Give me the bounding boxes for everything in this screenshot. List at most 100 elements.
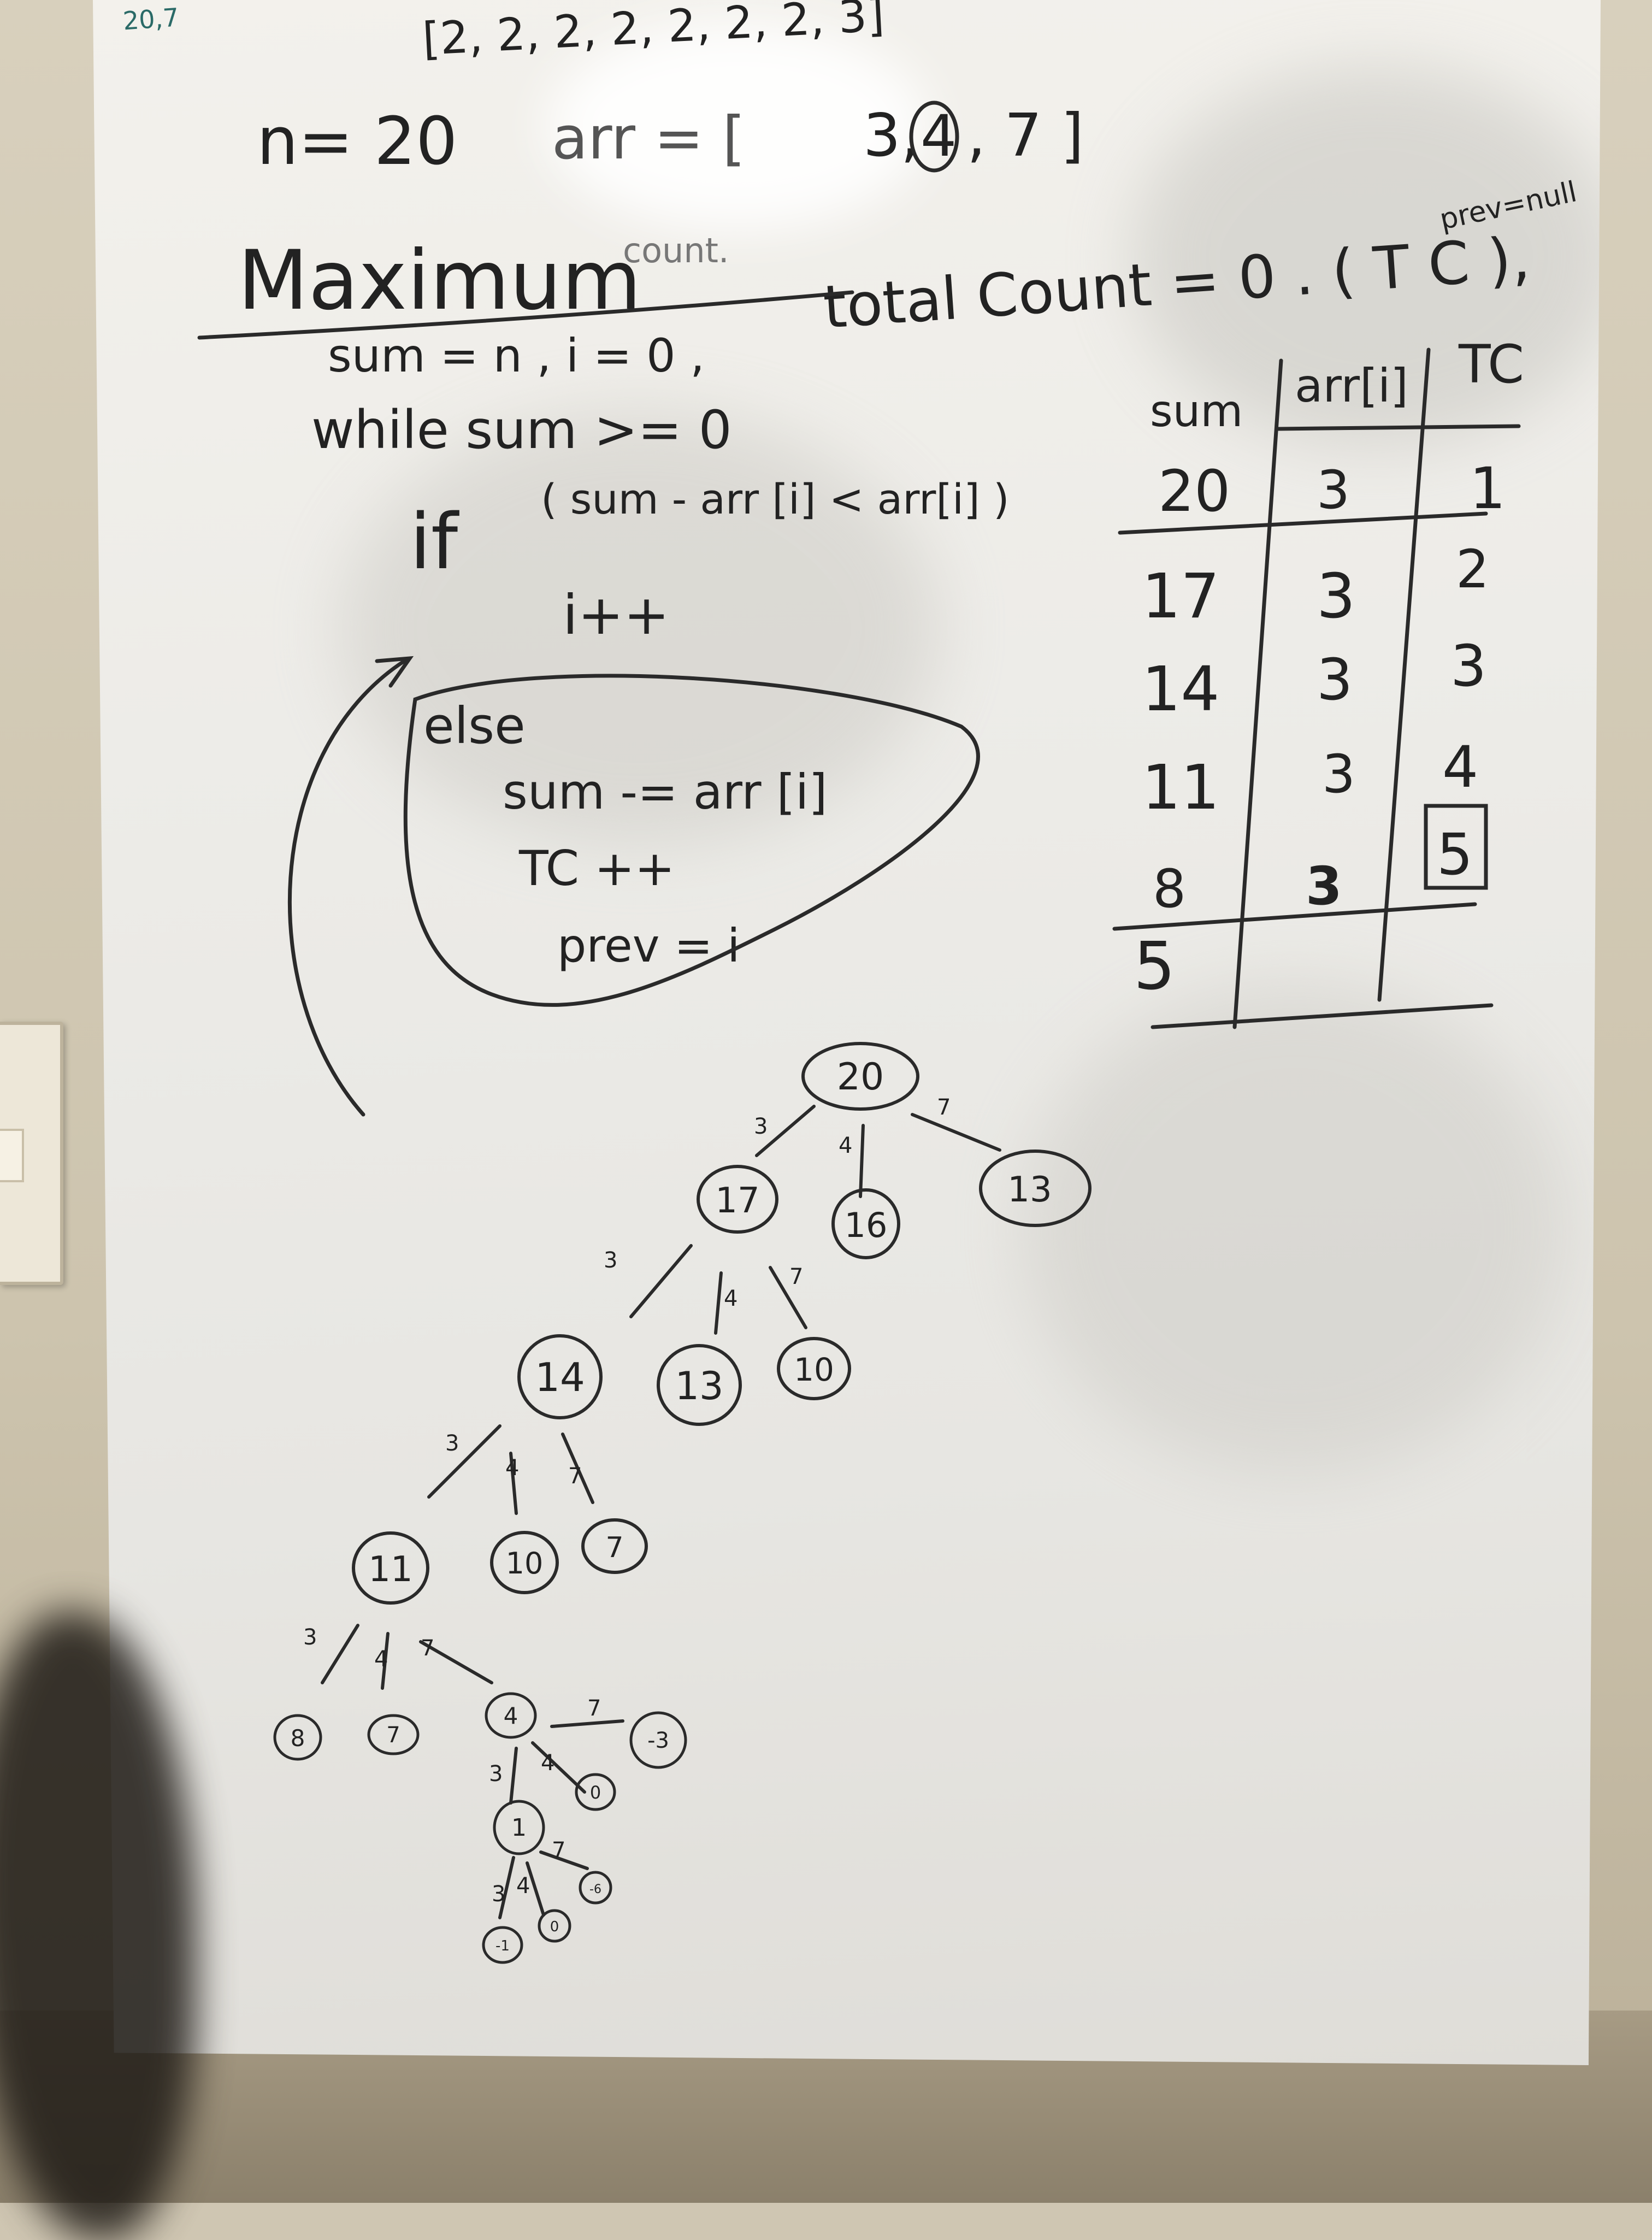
- table-cell: 5: [1437, 821, 1473, 888]
- heading-underline: [197, 290, 854, 340]
- tree-edge: [419, 1640, 493, 1684]
- node-label: 20: [837, 1056, 884, 1099]
- node-label: 17: [715, 1181, 759, 1221]
- light-switch-plate: [0, 1022, 63, 1285]
- tree-node: 0: [575, 1773, 616, 1811]
- switch-toggle: [0, 1129, 24, 1182]
- tree-edge: [531, 1741, 586, 1794]
- edge-label: 7: [421, 1636, 434, 1661]
- node-label: 0: [550, 1919, 559, 1935]
- edge-label: 3: [754, 1114, 768, 1139]
- tree-nodes: 20 17 16 13 14 13: [273, 1042, 1092, 1964]
- tree-edge: [381, 1632, 390, 1690]
- node-circle: [979, 1150, 1092, 1227]
- light-glare: [546, 22, 929, 229]
- tree-node: 13: [979, 1150, 1092, 1227]
- tc-increment: TC ++: [518, 840, 675, 897]
- if-condition: ( sum - arr [i] < arr[i] ): [541, 475, 1010, 523]
- init-line: sum = n , i = 0 ,: [328, 329, 705, 382]
- edge-label: 7: [789, 1264, 803, 1289]
- smudge: [339, 410, 940, 847]
- tree-edge-labels: 3 4 7 3 4 7 3 4 7 3 4 7 3 4 7 3 4 7: [303, 1095, 951, 1907]
- node-circle: [777, 1337, 851, 1400]
- tree-node: 14: [517, 1334, 603, 1419]
- smudge: [1022, 983, 1568, 1475]
- node-label: 10: [506, 1546, 544, 1581]
- node-label: -3: [647, 1728, 669, 1753]
- node-circle: [273, 1714, 322, 1761]
- node-label: 16: [845, 1205, 888, 1245]
- tree-edge: [550, 1719, 624, 1728]
- tree-node: -1: [482, 1926, 523, 1964]
- arr-label: arr = [: [552, 104, 745, 173]
- while-line: while sum >= 0: [311, 399, 732, 461]
- node-label: -1: [495, 1938, 510, 1954]
- hand-shadow: [0, 1612, 197, 2240]
- edge-label: 4: [505, 1455, 519, 1481]
- tree-edge: [427, 1424, 502, 1499]
- tree-edge: [509, 1747, 518, 1805]
- edge-label: 4: [541, 1750, 554, 1776]
- tree-edge: [755, 1105, 816, 1157]
- table-cell: 20: [1158, 458, 1230, 524]
- edge-label: 7: [552, 1838, 565, 1863]
- sum-subtract: sum -= arr [i]: [503, 764, 828, 820]
- table-header: sum: [1150, 386, 1243, 437]
- node-label: 10: [794, 1351, 834, 1388]
- node-label: 11: [368, 1549, 412, 1590]
- table-col-line: [1232, 358, 1283, 1029]
- tree-node: 0: [538, 1909, 571, 1943]
- edge-label: 7: [587, 1696, 601, 1721]
- node-label: 8: [291, 1725, 305, 1752]
- tree-node: 8: [273, 1714, 322, 1761]
- prev-assign: prev = i: [557, 919, 740, 972]
- table-bottom-line: [1150, 1003, 1494, 1029]
- tree-edge: [911, 1113, 1001, 1152]
- table-header: TC: [1458, 334, 1524, 395]
- edge-label: 3: [604, 1248, 617, 1273]
- node-circle: [485, 1692, 537, 1739]
- heading-count: count.: [623, 231, 729, 270]
- node-circle: [538, 1909, 571, 1943]
- n-line: n= 20: [257, 104, 457, 180]
- if-keyword: if: [410, 498, 459, 587]
- tree-node: 13: [657, 1344, 742, 1426]
- smudge: [1131, 66, 1601, 448]
- tree-node: 7: [581, 1518, 648, 1574]
- edge-label: 3: [492, 1882, 505, 1907]
- tree-edge: [498, 1856, 515, 1919]
- increment: i++: [563, 583, 669, 647]
- edge-label: 4: [724, 1286, 738, 1311]
- tree-node: 7: [367, 1714, 420, 1755]
- tree-edge: [321, 1624, 359, 1684]
- node-circle: [831, 1188, 900, 1259]
- whiteboard: [93, 0, 1601, 2065]
- node-label: -6: [589, 1883, 601, 1896]
- table-cell: 3: [1306, 856, 1342, 917]
- tree-node: 4: [485, 1692, 537, 1739]
- node-label: 13: [675, 1364, 723, 1408]
- edge-label: 7: [568, 1464, 582, 1489]
- table-row-line: [1118, 511, 1488, 535]
- node-label: 7: [386, 1723, 400, 1748]
- top-array: [2, 2, 2, 2, 2, 2, 2, 3]: [421, 0, 886, 66]
- table-header-line: [1276, 424, 1521, 431]
- tree-edge: [714, 1271, 723, 1335]
- table-last-sum: 5: [1134, 929, 1175, 1005]
- node-circle: [801, 1042, 919, 1111]
- tree-edge: [769, 1266, 807, 1329]
- node-circle: [517, 1334, 603, 1419]
- node-circle: [579, 1871, 612, 1905]
- tree-node: 10: [777, 1337, 851, 1400]
- table-cell: 11: [1142, 752, 1220, 823]
- table-col-line: [1377, 347, 1431, 1002]
- tree-edge: [509, 1452, 518, 1515]
- tree-edge: [859, 1124, 865, 1198]
- node-label: 0: [590, 1782, 601, 1803]
- table-header: arr[i]: [1295, 359, 1408, 412]
- edge-label: 3: [303, 1625, 317, 1650]
- node-label: 13: [1007, 1170, 1052, 1210]
- node-label: 14: [535, 1354, 585, 1400]
- tree-edge: [526, 1861, 545, 1917]
